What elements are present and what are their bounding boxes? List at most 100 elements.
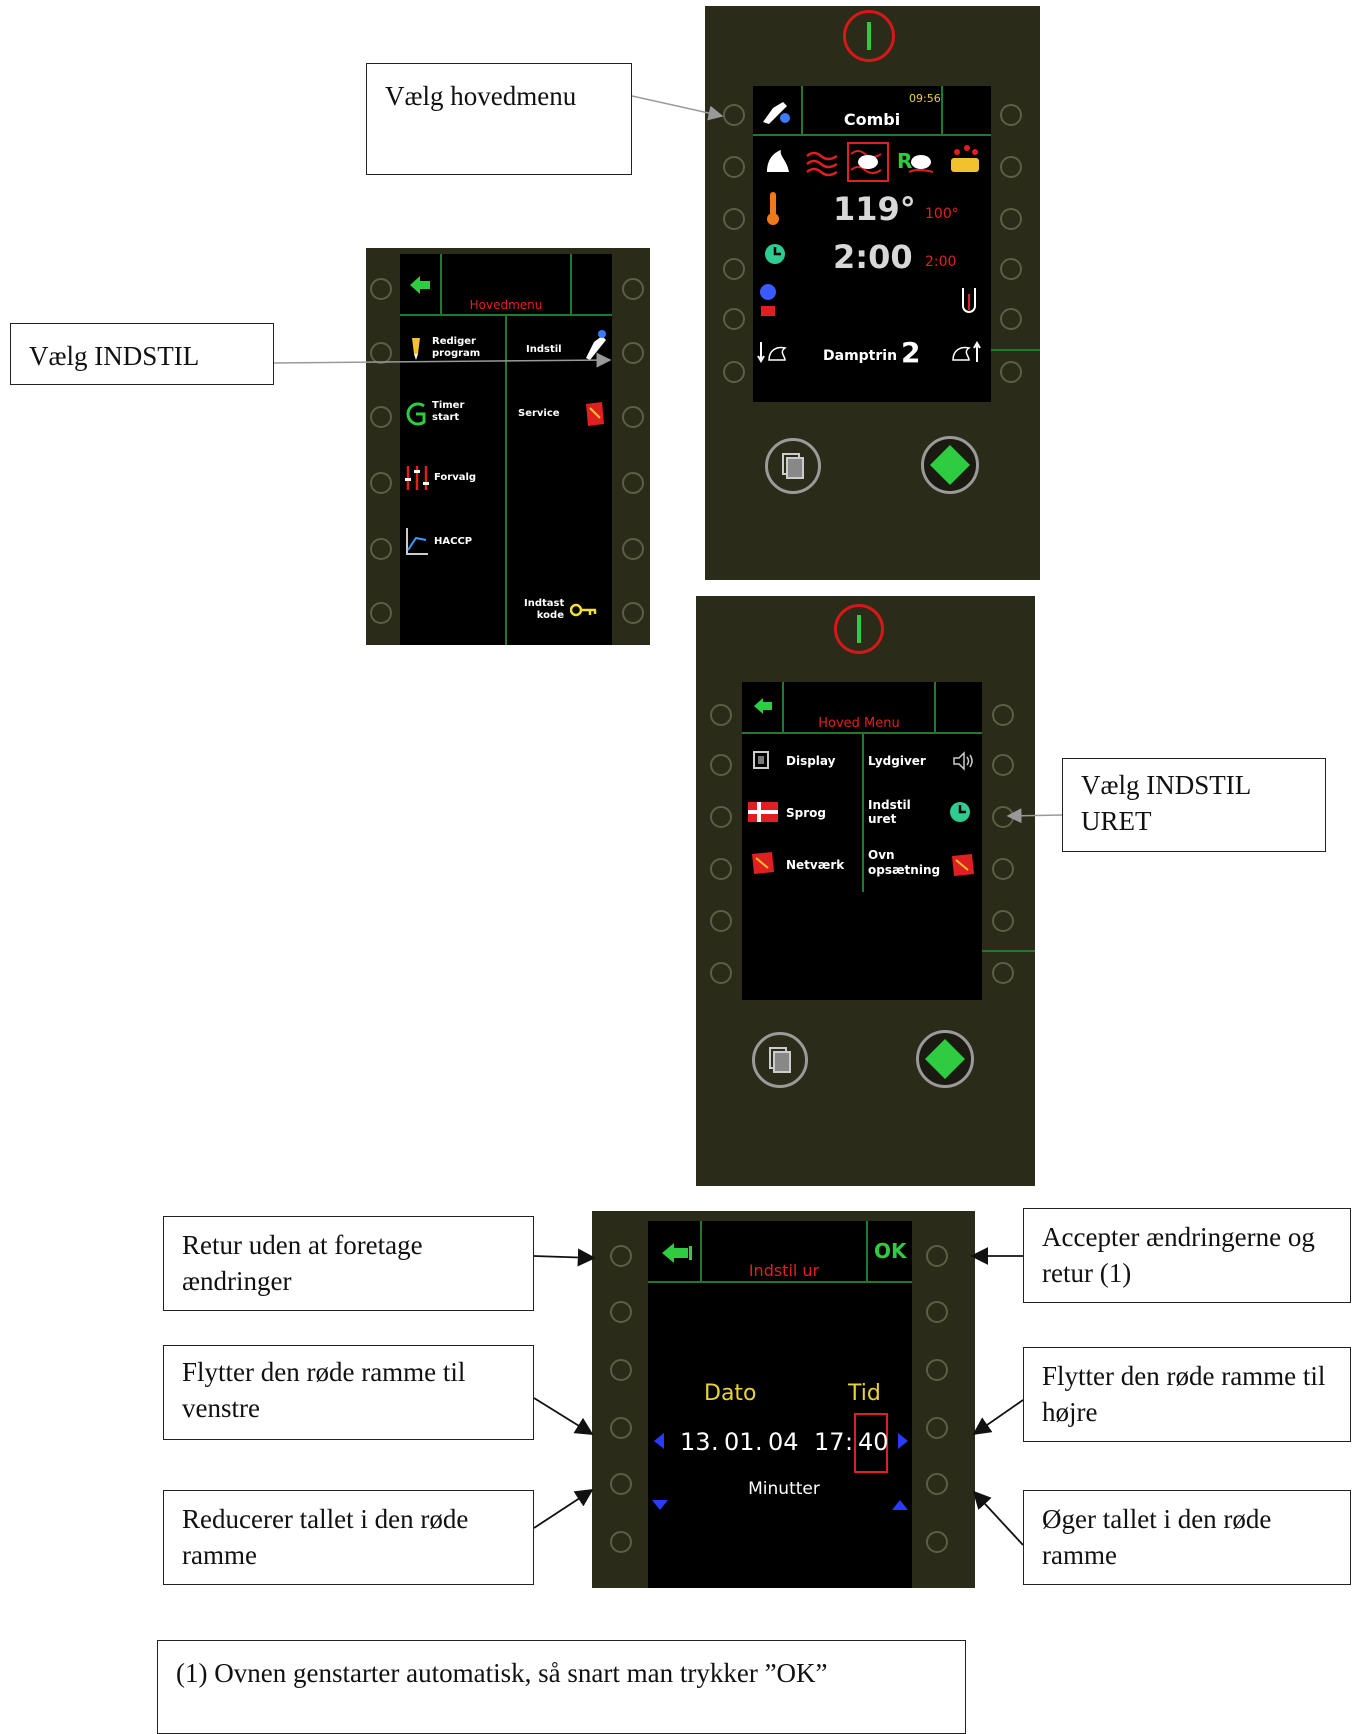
menu-side-button-right-2[interactable] [622, 342, 644, 364]
start-diamond-icon [930, 445, 970, 485]
temperature-icon[interactable] [767, 192, 779, 226]
clock-ok-side-button[interactable] [926, 1245, 948, 1267]
clock-move-left-button[interactable] [610, 1417, 632, 1439]
network-icon [748, 848, 776, 876]
side-button-right-1[interactable] [1000, 104, 1022, 126]
clock-side-button-left-2[interactable] [610, 1301, 632, 1323]
settings-side-button-left-4[interactable] [710, 858, 732, 880]
clock-back-side-button[interactable] [610, 1245, 632, 1267]
settings-side-button-left-6[interactable] [710, 962, 732, 984]
settings-document-icon [769, 1047, 791, 1073]
settings-side-button-right-4[interactable] [992, 858, 1014, 880]
settings-side-button-right-5[interactable] [992, 910, 1014, 932]
menu-side-button-left-5[interactable] [370, 538, 392, 560]
clock-side-button-right-6[interactable] [926, 1531, 948, 1553]
menu-item-timer[interactable]: Timer start [432, 400, 465, 423]
hot-air-icon[interactable] [805, 148, 839, 178]
start-button[interactable] [921, 436, 979, 494]
time-hour[interactable]: 17 [814, 1428, 845, 1456]
settings-power-button[interactable] [834, 604, 884, 654]
timer-icon[interactable] [763, 242, 787, 266]
settings-side-button-left-5[interactable] [710, 910, 732, 932]
special-program-icon[interactable] [947, 142, 983, 178]
menu-side-button-right-3[interactable] [622, 406, 644, 428]
side-button-right-6[interactable] [1000, 361, 1022, 383]
clock-back-icon[interactable] [660, 1241, 694, 1265]
hovedmenu-panel: Hovedmenu Rediger program Timer start Fo… [366, 248, 650, 645]
regenerate-icon[interactable]: R [895, 144, 935, 178]
side-button-right-3[interactable] [1000, 208, 1022, 230]
menu-side-button-left-3[interactable] [370, 406, 392, 428]
steam-level-value: 2 [901, 336, 921, 369]
hand-menu-icon[interactable] [759, 94, 793, 128]
clock-title: Indstil ur [748, 1261, 820, 1280]
settings-start-diamond-icon [925, 1039, 965, 1079]
menu-side-button-right-4[interactable] [622, 472, 644, 494]
menu-side-button-left-4[interactable] [370, 472, 392, 494]
settings-start-button[interactable] [916, 1030, 974, 1088]
menu-side-button-right-5[interactable] [622, 538, 644, 560]
menu-item-service[interactable]: Service [518, 408, 560, 419]
ok-button[interactable]: OK [874, 1239, 907, 1263]
clock-decrease-button[interactable] [610, 1473, 632, 1495]
date-month[interactable]: 01 [724, 1428, 755, 1456]
side-button-left-6[interactable] [723, 361, 745, 383]
menu-item-rediger[interactable]: Rediger program [432, 336, 481, 359]
settings-back-arrow-icon[interactable] [752, 696, 774, 716]
fan-speed-icon[interactable] [757, 282, 779, 322]
document-icon [782, 453, 804, 479]
side-button-right-2[interactable] [1000, 156, 1022, 178]
settings-side-button-right-1[interactable] [992, 704, 1014, 726]
side-button-right-4[interactable] [1000, 258, 1022, 280]
clock-side-button-left-6[interactable] [610, 1531, 632, 1553]
core-probe-icon[interactable] [959, 286, 979, 316]
menu-side-button-left-6[interactable] [370, 602, 392, 624]
settings-side-button-left-2[interactable] [710, 754, 732, 776]
side-button-left-4[interactable] [723, 258, 745, 280]
back-arrow-icon[interactable] [408, 274, 432, 296]
menu-item-indstil[interactable]: Indstil [526, 344, 562, 355]
steam-up-icon[interactable] [949, 340, 983, 364]
side-button-left-5[interactable] [723, 308, 745, 330]
menu-side-button-left-1[interactable] [370, 278, 392, 300]
hovedmenu-title: Hovedmenu [469, 298, 543, 312]
menu-item-forvalg[interactable]: Forvalg [434, 472, 477, 483]
clock-side-button-right-2[interactable] [926, 1301, 948, 1323]
settings-program-button[interactable] [752, 1032, 808, 1088]
side-button-left-2[interactable] [723, 156, 745, 178]
program-button[interactable] [765, 438, 821, 494]
power-button[interactable] [843, 10, 895, 62]
clock-side-button-right-3[interactable] [926, 1359, 948, 1381]
time-minute[interactable]: 40 [858, 1428, 889, 1456]
settings-item-netvaerk[interactable]: Netværk [786, 858, 845, 872]
menu-side-button-right-6[interactable] [622, 602, 644, 624]
steam-icon[interactable] [761, 144, 795, 178]
callout-move-right: Flytter den røde ramme til højre [1023, 1347, 1351, 1442]
settings-side-button-left-3[interactable] [710, 806, 732, 828]
settings-side-button-right-6[interactable] [992, 962, 1014, 984]
clock-side-button-left-3[interactable] [610, 1359, 632, 1381]
settings-side-button-right-2[interactable] [992, 754, 1014, 776]
side-button-right-5[interactable] [1000, 308, 1022, 330]
settings-side-button-left-1[interactable] [710, 704, 732, 726]
menu-side-button-right-1[interactable] [622, 278, 644, 300]
side-button-left-1[interactable] [723, 104, 745, 126]
arrow-down-icon [652, 1497, 668, 1510]
settings-item-indstil-uret[interactable]: Indstil uret [868, 798, 911, 826]
settings-item-sprog[interactable]: Sprog [786, 806, 826, 820]
date-day[interactable]: 13 [680, 1428, 711, 1456]
date-year[interactable]: 04 [768, 1428, 799, 1456]
danish-flag-icon [748, 802, 778, 822]
clock-move-right-button[interactable] [926, 1417, 948, 1439]
side-button-left-3[interactable] [723, 208, 745, 230]
menu-side-button-left-2[interactable] [370, 342, 392, 364]
combi-icon[interactable] [847, 142, 889, 182]
menu-item-indtast[interactable]: Indtast kode [524, 598, 565, 621]
settings-item-display[interactable]: Display [786, 754, 836, 768]
settings-side-button-right-3[interactable] [992, 806, 1014, 828]
settings-item-ovn[interactable]: Ovn opsætning [868, 848, 941, 877]
clock-increase-button[interactable] [926, 1473, 948, 1495]
menu-item-haccp[interactable]: HACCP [434, 536, 473, 547]
settings-item-lydgiver[interactable]: Lydgiver [868, 754, 926, 768]
steam-down-icon[interactable] [757, 340, 789, 364]
